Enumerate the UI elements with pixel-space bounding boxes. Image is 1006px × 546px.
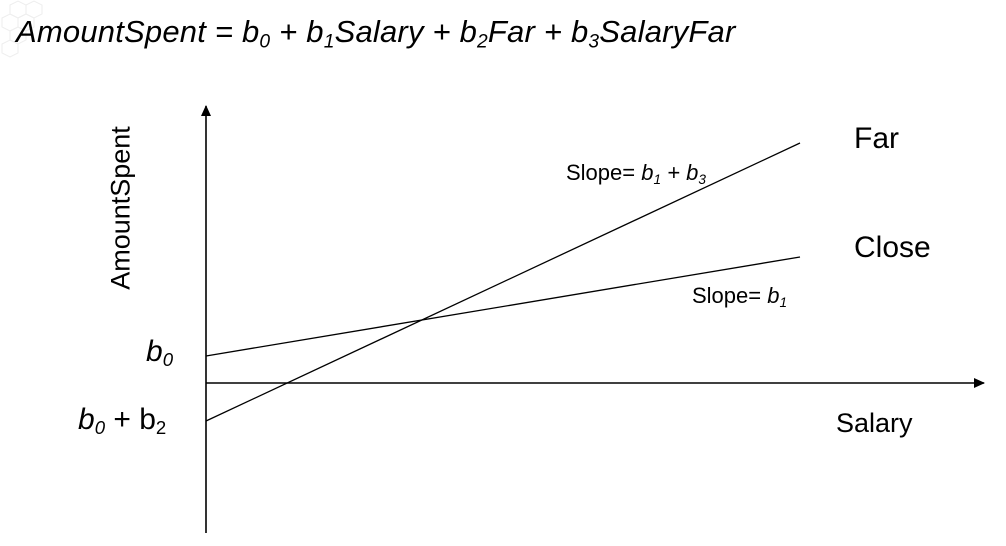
intercept-far-sub: 0 [94,417,106,439]
close-line-label: Close [854,231,931,264]
equation-text-2: + b [270,14,324,49]
far-slope-annotation: Slope= b1 + b3 [566,160,706,187]
equation-sub-1: 1 [323,31,335,53]
equation-sub-3: 3 [588,31,600,53]
equation-text-1: AmountSpent = b [16,14,260,49]
far-slope-b3: b [686,160,699,185]
far-slope-b3-sub: 3 [698,171,706,187]
hexagon-pattern-decoration [1,0,43,58]
intercept-far-label: b0 + b2 [78,403,166,439]
intercept-close-sub: 0 [162,349,174,371]
far-slope-b1-sub: 1 [653,171,662,187]
intercept-close-b: b [146,335,163,368]
far-line [205,142,801,422]
intercept-far-rest-sub: 2 [155,417,167,439]
close-slope-b-sub: 1 [779,294,788,310]
close-slope-b: b [767,283,780,308]
far-slope-prefix: Slope= [566,160,642,185]
intercept-far-b: b [78,403,95,436]
equation-text-5: SalaryFar [599,14,736,49]
close-line [205,256,801,357]
far-slope-b1: b [641,160,654,185]
intercept-far-rest: + b [105,403,156,436]
y-axis-title: AmountSpent [105,126,136,290]
close-slope-prefix: Slope= [692,283,768,308]
intercept-close-label: b0 [146,335,173,371]
close-slope-annotation: Slope= b1 [692,283,787,310]
far-line-label: Far [854,122,899,155]
regression-equation: AmountSpent = b0 + b1Salary + b2Far + b3… [16,14,735,53]
equation-text-4: Far + b [487,14,589,49]
equation-sub-2: 2 [477,31,488,53]
equation-sub-0: 0 [259,31,271,53]
equation-text-3: Salary + b [334,14,478,49]
x-axis-title: Salary [836,408,913,438]
far-slope-plus: + [661,160,687,185]
